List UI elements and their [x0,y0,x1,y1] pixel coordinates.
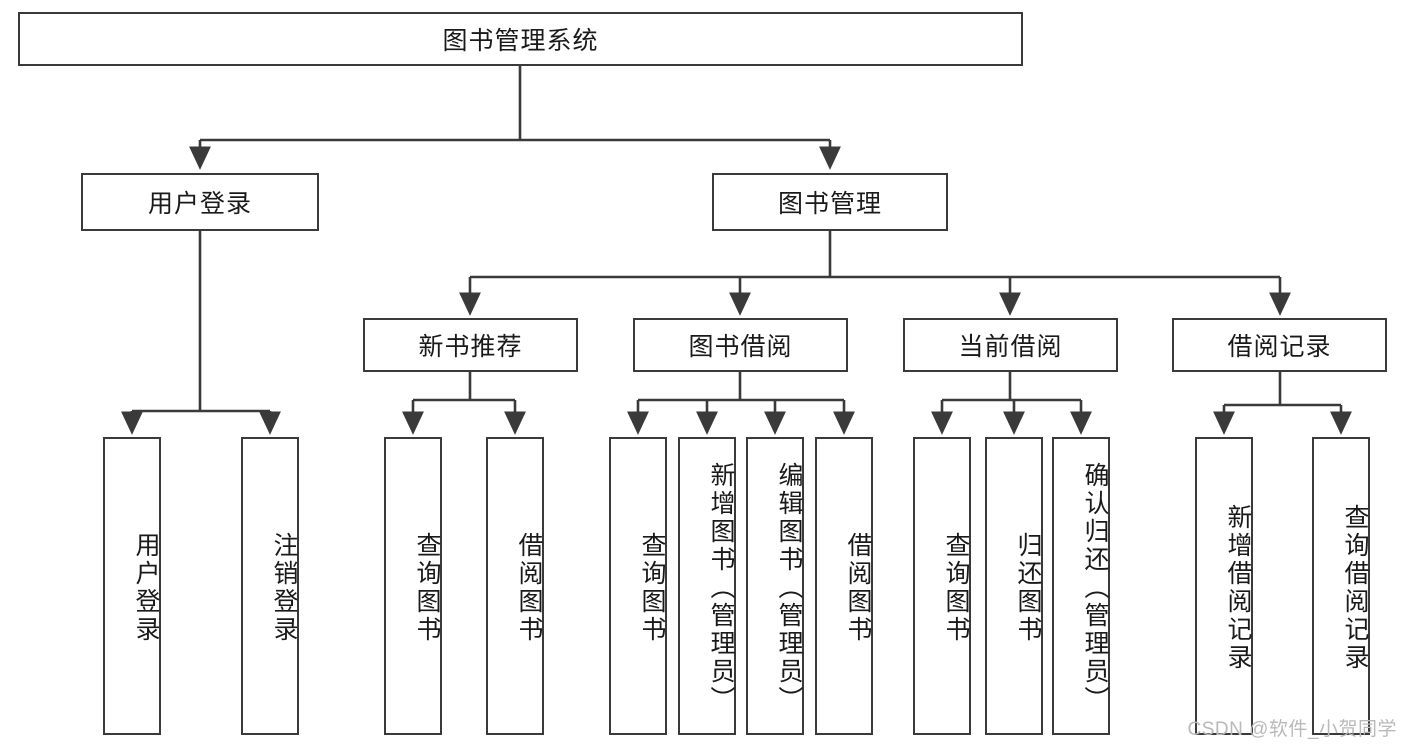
leaf-node-label: 编辑图书（管理员） [775,462,803,714]
leaf-node-label: 归还图书 [1014,532,1042,644]
leaf-node[interactable]: 编辑图书（管理员） [746,437,804,735]
node-borrow-record[interactable]: 借阅记录 [1172,318,1387,372]
leaf-node-label: 新增借阅记录 [1224,504,1252,672]
leaf-node[interactable]: 新增借阅记录 [1195,437,1253,735]
node-current-borrow-label: 当前借阅 [958,333,1063,361]
leaf-node-label: 新增图书（管理员） [707,462,735,714]
leaf-node[interactable]: 确认归还（管理员） [1052,437,1110,735]
leaf-node[interactable]: 查询借阅记录 [1312,437,1370,735]
node-book-borrow[interactable]: 图书借阅 [633,318,848,372]
leaf-node[interactable]: 查询图书 [384,437,442,735]
leaf-node-label: 查询图书 [413,532,441,644]
leaf-node[interactable]: 借阅图书 [486,437,544,735]
node-root-label: 图书管理系统 [442,27,599,55]
leaf-node[interactable]: 借阅图书 [815,437,873,735]
node-borrow-record-label: 借阅记录 [1227,333,1332,361]
node-current-borrow[interactable]: 当前借阅 [903,318,1118,372]
watermark: CSDN @软件_小贺同学 [1187,719,1397,740]
leaf-node-label: 查询图书 [638,532,666,644]
node-book-management[interactable]: 图书管理 [712,173,948,231]
node-user-login[interactable]: 用户登录 [81,173,319,231]
leaf-node[interactable]: 注销登录 [241,437,299,735]
node-book-management-label: 图书管理 [777,190,882,218]
leaf-node-label: 注销登录 [270,532,298,644]
leaf-node[interactable]: 归还图书 [985,437,1043,735]
leaf-node-label: 查询图书 [942,532,970,644]
leaf-node-label: 确认归还（管理员） [1081,462,1109,714]
leaf-node[interactable]: 查询图书 [609,437,667,735]
node-new-book-recommend-label: 新书推荐 [418,333,523,361]
node-root[interactable]: 图书管理系统 [18,12,1023,66]
leaf-node-label: 借阅图书 [844,532,872,644]
node-user-login-label: 用户登录 [147,190,252,218]
leaf-node-label: 借阅图书 [515,532,543,644]
node-book-borrow-label: 图书借阅 [688,333,793,361]
leaf-node[interactable]: 用户登录 [103,437,161,735]
leaf-node[interactable]: 新增图书（管理员） [678,437,736,735]
node-new-book-recommend[interactable]: 新书推荐 [363,318,578,372]
leaf-node-label: 查询借阅记录 [1341,504,1369,672]
leaf-node-label: 用户登录 [132,532,160,644]
leaf-node[interactable]: 查询图书 [913,437,971,735]
